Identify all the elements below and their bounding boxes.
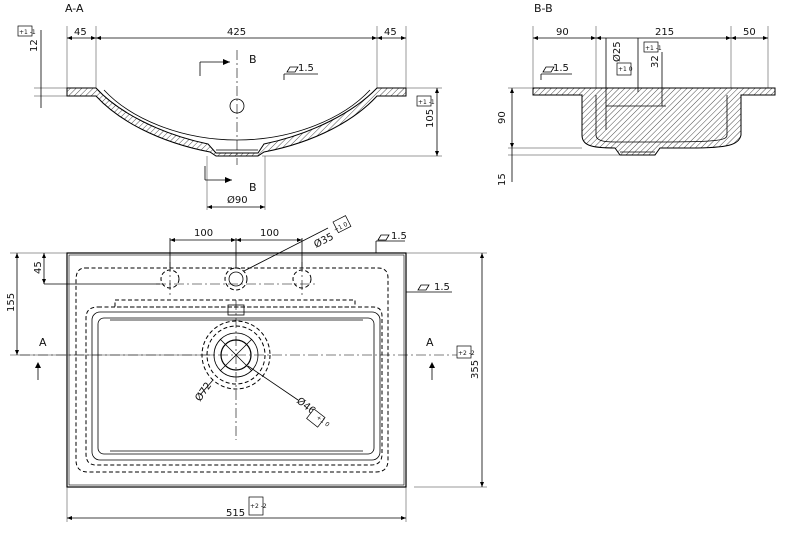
plan-edge-to-drain-dimension: 155 (6, 293, 17, 312)
aa-basin-profile (66, 50, 407, 165)
aa-flatness: 1.5 (298, 63, 314, 74)
bb-hole-position-dimension: 32 (650, 55, 661, 68)
aa-drain-dimension-group: Ø90 (206, 156, 266, 210)
aa-height-tolerance-box (17, 25, 33, 37)
aa-section-b-bottom-label: B (249, 181, 257, 194)
aa-depth-tolerance: +1 -1 (418, 99, 435, 106)
section-a-a-title: A-A (65, 2, 84, 15)
plan-total-depth-tolerance: +2 -2 (458, 350, 475, 357)
bb-hole-dimension: Ø25 (611, 41, 623, 62)
plan-section-a-right-label: A (426, 336, 434, 349)
aa-section-b-marker-top: B (199, 53, 257, 76)
plan-view: 100 100 Ø35 +1 0 1.5 1.5 (6, 215, 487, 522)
plan-hole-spacing: 100 100 (170, 228, 302, 242)
plan-section-a-left-label: A (39, 336, 47, 349)
aa-left-dimension: 45 (74, 27, 87, 38)
plan-flatness-top: 1.5 (375, 231, 407, 253)
plan-total-depth: 355 +2 -2 (406, 252, 487, 488)
section-a-a-view: A-A 45 425 45 12 +1 -1 (17, 2, 442, 210)
plan-drain (201, 300, 271, 440)
aa-depth-tolerance-box (416, 95, 432, 107)
plan-drain-inner-callout: Ø46 +1 0 (247, 365, 331, 429)
plan-overflow-channel (114, 299, 356, 308)
bb-vertical-dimensions: 90 15 (497, 87, 620, 186)
section-b-b-title: B-B (534, 2, 553, 15)
plan-tap-hole-tolerance-box (332, 215, 352, 234)
bb-hole-tolerance: +1 0 (618, 66, 633, 73)
plan-total-width-tolerance-box (248, 496, 264, 516)
bb-flatness-note: 1.5 (540, 63, 572, 80)
plan-flatness-side: 1.5 (406, 282, 452, 293)
bb-hole-position-tolerance-box (643, 41, 659, 53)
plan-bowl-outline (91, 311, 381, 461)
plan-section-a-markers: A A (20, 336, 470, 380)
aa-section-b-marker-bottom: B (204, 166, 257, 194)
plan-drain-outer-dimension: Ø72 (193, 380, 215, 404)
plan-drain-inner-tolerance-box (306, 408, 326, 428)
plan-flatness-top-value: 1.5 (391, 231, 407, 242)
bb-basin-profile (532, 87, 776, 156)
bb-hole-position-tolerance: +1 -1 (645, 45, 662, 52)
plan-edge-to-hole-dimension: 45 (33, 261, 44, 274)
aa-drain-dimension: Ø90 (227, 194, 248, 206)
bb-top-dimensions: 90 215 50 (532, 26, 769, 88)
plan-tap-hole-dimension: Ø35 (312, 231, 336, 251)
plan-hole-left-dimension: 100 (194, 228, 213, 239)
aa-height-tolerance: +1 -1 (19, 29, 36, 36)
aa-height-dimension: 12 (29, 39, 40, 52)
aa-flatness-note: 1.5 (283, 63, 318, 80)
aa-depth-dimension-group: 105 +1 -1 (262, 87, 442, 157)
bb-width-dimension: 215 (655, 27, 674, 38)
aa-height-dimension-group: 12 +1 -1 (17, 25, 67, 108)
bb-hole-tolerance-box (616, 62, 632, 76)
bb-flatness: 1.5 (553, 63, 569, 74)
aa-section-b-top-label: B (249, 53, 257, 66)
aa-top-dimensions: 45 425 45 (66, 26, 407, 88)
plan-total-width-tolerance: +2 -2 (250, 503, 267, 510)
bb-right-dimension: 50 (743, 27, 756, 38)
plan-rim-dashed (75, 267, 389, 473)
plan-outer-outline (66, 252, 407, 488)
aa-right-dimension: 45 (384, 27, 397, 38)
tap-hole-center (224, 267, 248, 291)
plan-total-depth-dimension: 355 (470, 360, 481, 379)
bb-bottom-dimension: 15 (497, 173, 508, 186)
plan-tap-hole-callout: Ø35 +1 0 (243, 215, 352, 272)
plan-drain-outer-callout: Ø72 (193, 379, 215, 404)
aa-overflow-hole (229, 98, 245, 114)
aa-width-dimension: 425 (227, 27, 246, 38)
bb-depth-dimension: 90 (497, 111, 508, 124)
bb-left-dimension: 90 (556, 27, 569, 38)
section-b-b-view: B-B 90 215 50 Ø25 +1 0 32 +1 -1 (497, 2, 776, 186)
plan-flatness-side-value: 1.5 (434, 282, 450, 293)
plan-total-width: 515 +2 -2 (66, 487, 407, 522)
plan-hole-right-dimension: 100 (260, 228, 279, 239)
plan-tap-holes (44, 238, 318, 298)
plan-total-depth-tolerance-box (456, 345, 472, 359)
plan-total-width-dimension: 515 (226, 508, 245, 519)
aa-depth-dimension: 105 (425, 109, 436, 128)
